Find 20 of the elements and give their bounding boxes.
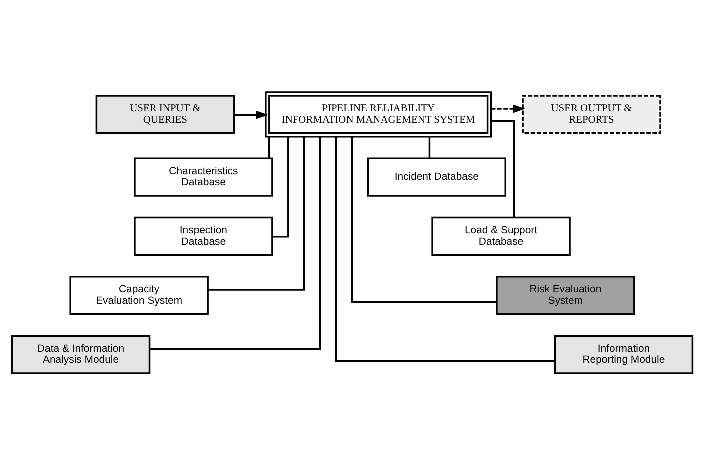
node-box: Risk Evaluation System — [496, 276, 636, 316]
node-box: Capacity Evaluation System — [70, 276, 209, 316]
node-box: Incident Database — [367, 158, 506, 197]
connector — [351, 136, 497, 304]
connector — [208, 136, 306, 291]
node-box: Information Reporting Module — [554, 335, 694, 374]
arrow — [491, 104, 526, 114]
connector — [150, 137, 322, 350]
node-box: USER OUTPUT & REPORTS — [522, 95, 662, 134]
node-box: Data & Information Analysis Module — [11, 335, 151, 374]
connector — [428, 136, 431, 158]
connector — [268, 136, 270, 158]
node-box: Characteristics Database — [134, 158, 274, 197]
connector — [491, 120, 516, 218]
arrow — [234, 110, 268, 120]
node-box: Inspection Database — [134, 216, 274, 256]
node-box: PIPELINE RELIABILITY INFORMATION MANAGEMENT SYSTEM — [265, 92, 492, 138]
node-box: Load & Support Database — [432, 216, 571, 256]
connector — [335, 137, 556, 362]
node-box: USER INPUT & QUERIES — [96, 95, 236, 134]
